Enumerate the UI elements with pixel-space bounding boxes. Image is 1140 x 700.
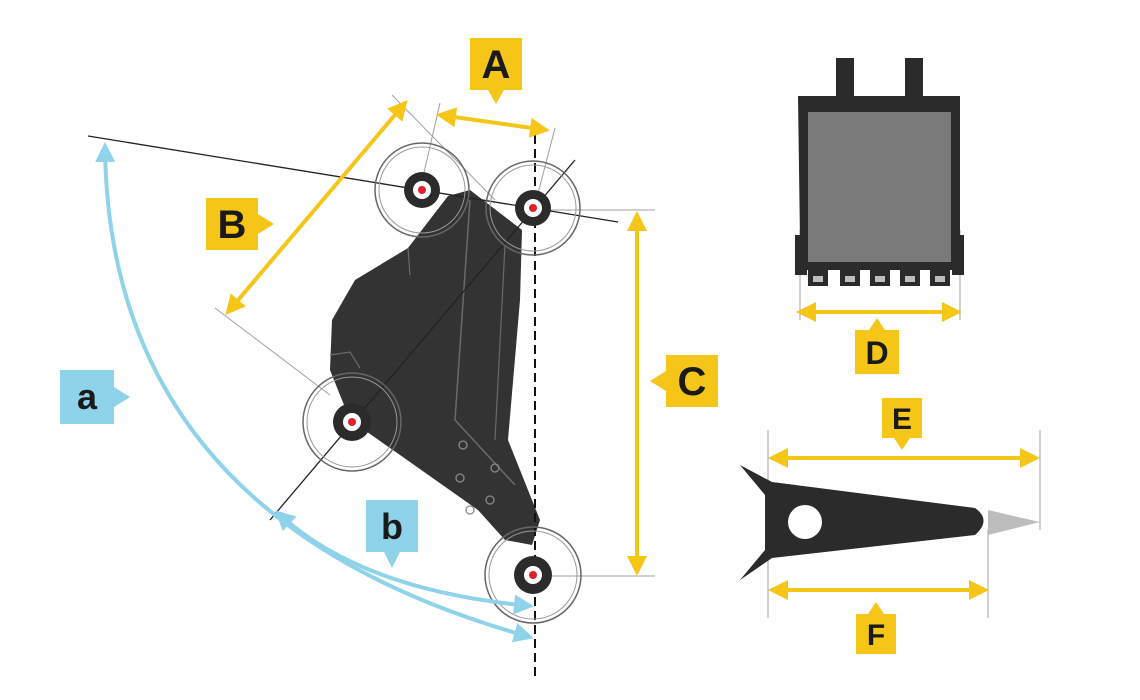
tooth-side-view (740, 465, 1040, 580)
label-d-callout: D (855, 318, 899, 374)
front-bucket-plate (808, 112, 951, 262)
label-e-callout: E (882, 398, 922, 450)
tooth-tip (988, 510, 1040, 535)
label-b-callout: B (206, 198, 274, 250)
bucket-front-view (795, 58, 964, 286)
label-b-angle-text: b (381, 506, 403, 547)
label-c-text: C (678, 360, 707, 404)
label-d-text: D (865, 335, 888, 371)
dimension-a-line (436, 107, 550, 138)
label-b-text: B (218, 203, 247, 247)
tooth-adapter-body (740, 465, 984, 580)
mount-ear-left (836, 58, 854, 98)
label-a-callout: A (470, 38, 522, 104)
mount-ear-right (905, 58, 923, 98)
angle-b-arc (275, 510, 534, 615)
pin-top-right (485, 160, 581, 256)
side-cutter-right (952, 235, 964, 275)
label-a-angle-text: a (77, 376, 98, 417)
tooth-tips (813, 276, 945, 282)
label-a-text: A (482, 43, 511, 87)
label-f-text: F (867, 619, 885, 652)
label-f-callout: F (856, 602, 896, 654)
tooth-pin-hole (788, 505, 822, 539)
side-cutter-left (795, 235, 807, 275)
label-b-angle-callout: b (366, 500, 418, 568)
label-c-callout: C (650, 355, 718, 407)
pin-top-left (374, 142, 470, 238)
label-e-text: E (892, 403, 912, 436)
label-a-angle-callout: a (60, 370, 130, 424)
